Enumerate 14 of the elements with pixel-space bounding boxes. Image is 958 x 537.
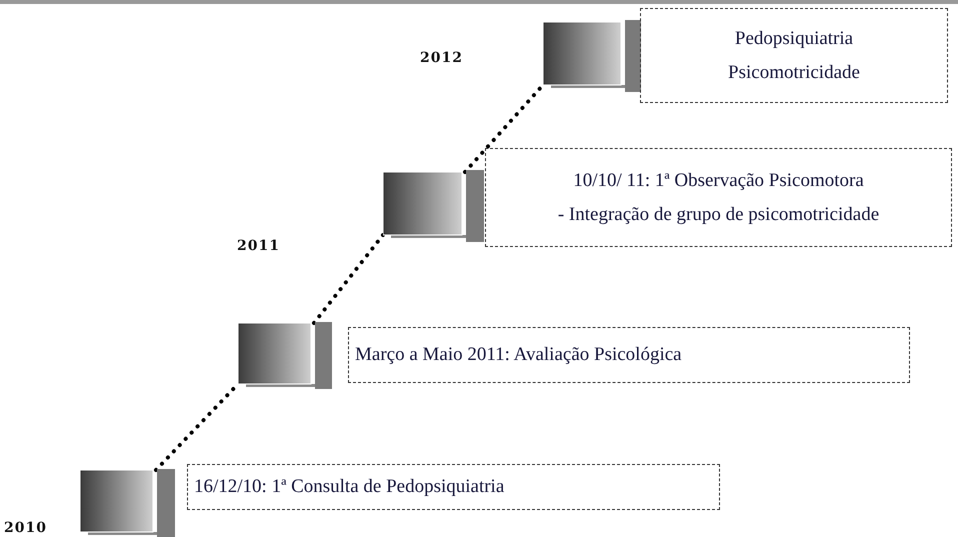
event-text: 16/12/10: 1ª Consulta de Pedopsiquiatria [194,475,504,500]
event-text: - Integração de grupo de psicomotricidade [558,202,880,226]
year-label: 2012 [420,50,463,66]
dashed-text-box [640,8,948,103]
event-text: Pedopsiquiatria [734,27,854,52]
dashed-text-box [187,464,720,510]
event-text: 10/10/ 11: 1ª Observação Psicomotora [573,169,864,194]
dashed-text-box [485,148,952,247]
dashed-text-box [348,327,910,383]
event-text: Março a Maio 2011: Avaliação Psicológica [355,343,682,368]
year-label: 2011 [237,238,280,254]
year-label: 2010 [4,520,47,536]
event-text: Psicomotricidade [728,60,860,84]
dotted-connector [312,233,385,325]
